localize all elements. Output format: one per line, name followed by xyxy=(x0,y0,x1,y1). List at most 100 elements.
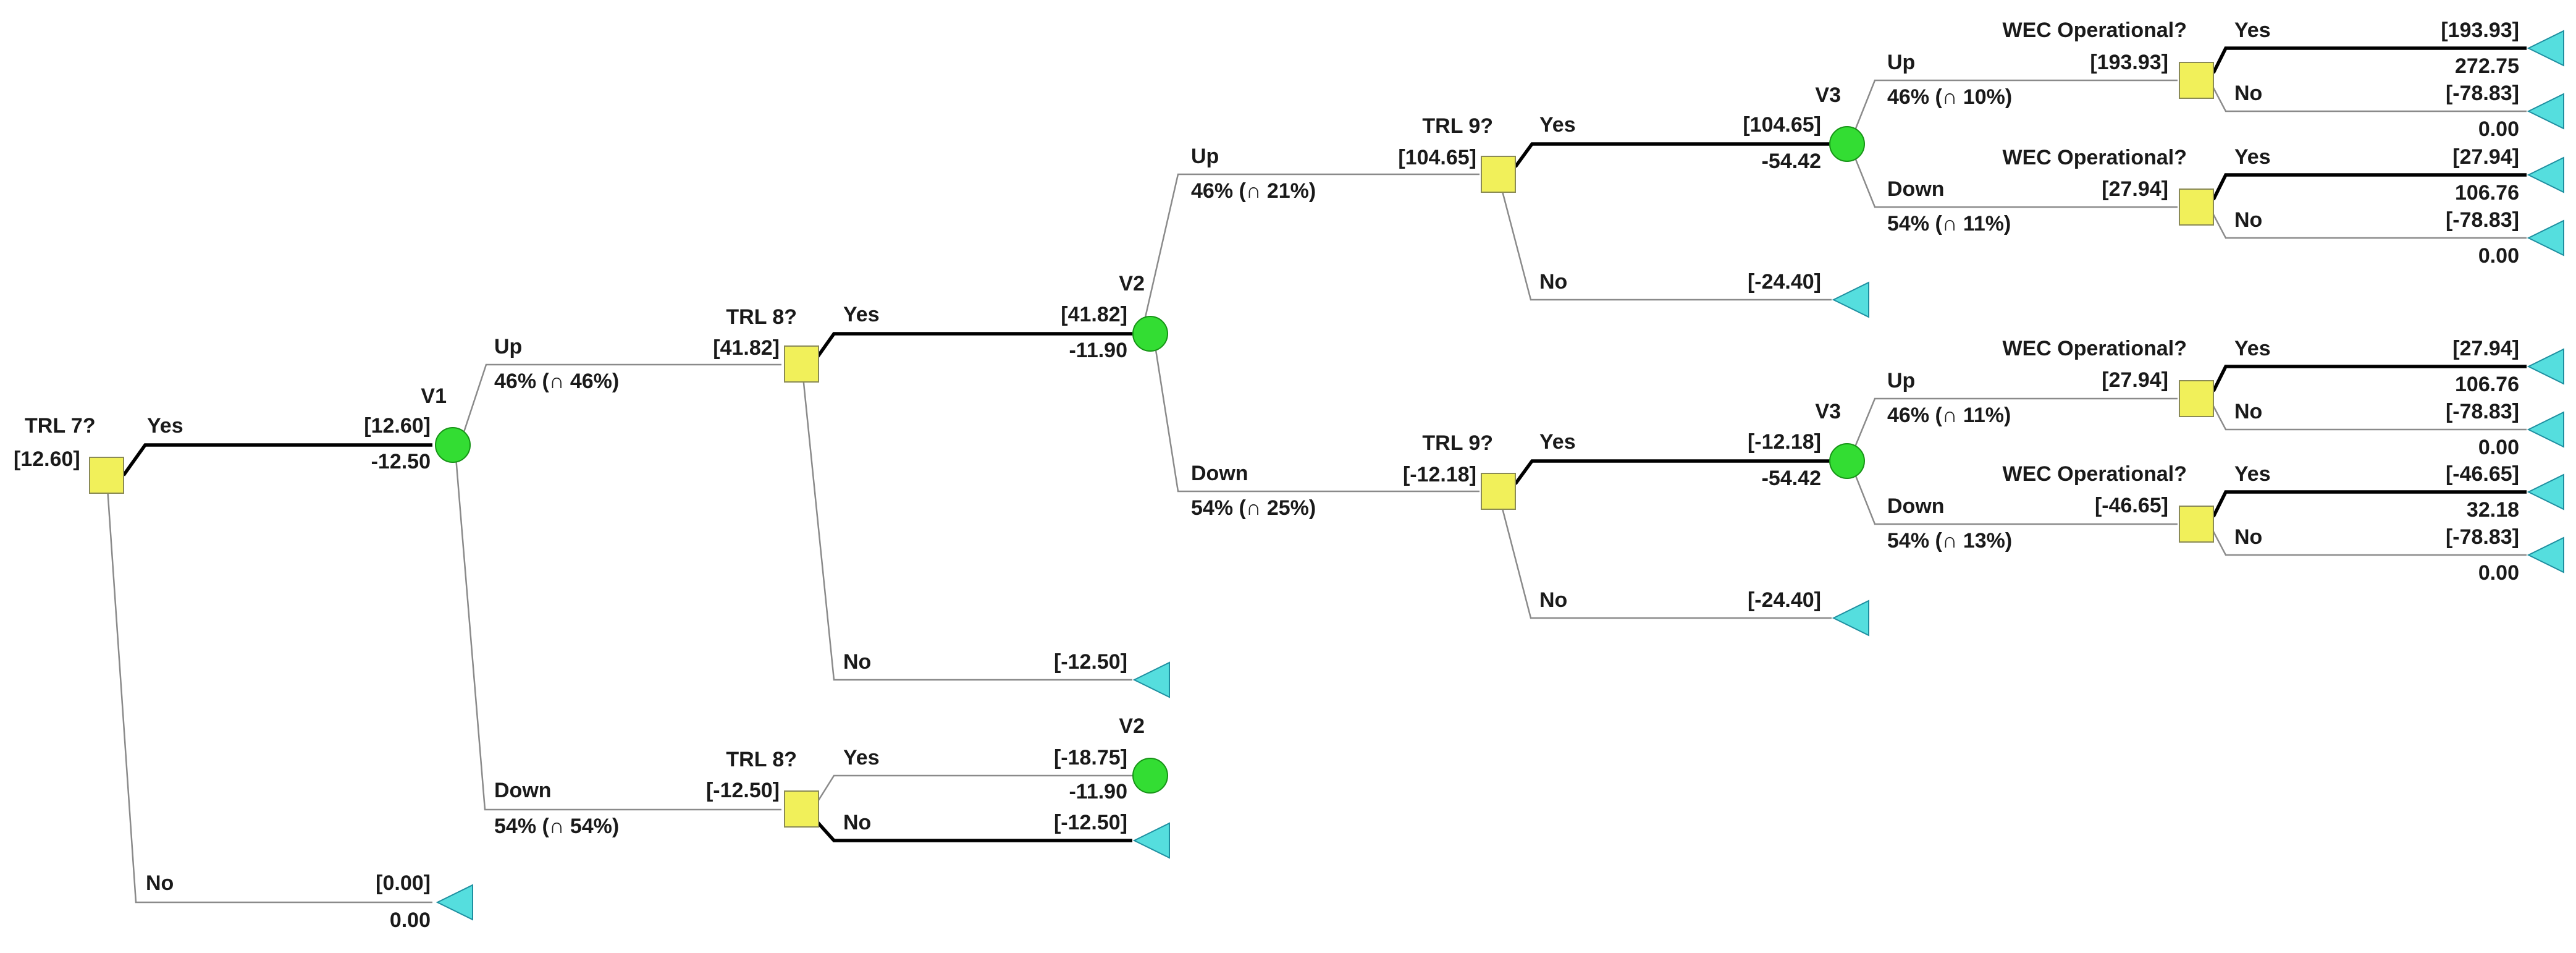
branch-line-b2d xyxy=(1154,345,1480,493)
node-name-v3d: V3 xyxy=(1815,400,1841,423)
node-value-w3: [27.94] xyxy=(2102,368,2168,392)
branch-value-b8un: [-12.50] xyxy=(1054,650,1127,674)
branch-line-b9dy xyxy=(1513,459,1832,485)
branch-line-b2u xyxy=(1143,173,1480,323)
branch-line-b3dd xyxy=(1852,469,2178,525)
chance-node-v3u[interactable] xyxy=(1829,126,1865,162)
branch-value-w2y: [27.94] xyxy=(2452,145,2519,169)
node-value-d9d: [-12.18] xyxy=(1403,463,1476,486)
branch-label-w2y: Yes xyxy=(2234,145,2271,169)
branch-payoff-w3n: 0.00 xyxy=(2478,436,2519,459)
branch-cost-b8uy: -11.90 xyxy=(1069,339,1127,362)
branch-payoff-w4n: 0.00 xyxy=(2478,561,2519,585)
node-name-d8d: TRL 8? xyxy=(726,748,797,771)
node-name-d8u: TRL 8? xyxy=(726,305,797,329)
branch-value-w3n: [-78.83] xyxy=(2446,400,2519,423)
branch-label-b9dn: No xyxy=(1539,588,1567,612)
branch-prob-b3uu: 46% (∩ 10%) xyxy=(1887,85,2012,109)
branch-line-b1u xyxy=(461,363,781,438)
branch-cost-b0n: 0.00 xyxy=(390,909,431,932)
branch-value-w3y: [27.94] xyxy=(2452,337,2519,360)
branch-line-w3y xyxy=(2212,365,2527,392)
branch-value-w2n: [-78.83] xyxy=(2446,208,2519,232)
chance-node-v2u[interactable] xyxy=(1132,316,1168,352)
branch-label-b1d: Down xyxy=(494,779,552,802)
branch-payoff-w4y: 32.18 xyxy=(2467,498,2519,522)
decision-node-d8d[interactable] xyxy=(784,790,819,828)
terminal-node-b9dn[interactable] xyxy=(1832,599,1869,637)
branch-prob-b2u: 46% (∩ 21%) xyxy=(1191,179,1316,203)
branch-prob-b3dd: 54% (∩ 13%) xyxy=(1887,529,2012,553)
node-value-w2: [27.94] xyxy=(2102,177,2168,201)
branch-line-w1y xyxy=(2212,46,2527,74)
branch-label-b8dy: Yes xyxy=(843,746,880,769)
decision-node-d9u[interactable] xyxy=(1481,156,1516,193)
node-name-d9d: TRL 9? xyxy=(1422,431,1493,455)
branch-label-b3uu: Up xyxy=(1887,51,1915,74)
decision-node-w4[interactable] xyxy=(2179,506,2214,543)
branch-line-b0y xyxy=(122,443,432,476)
chance-node-v2d[interactable] xyxy=(1132,758,1168,794)
branch-value-w1n: [-78.83] xyxy=(2446,82,2519,105)
branch-value-b0y: [12.60] xyxy=(364,414,431,438)
terminal-node-w3y[interactable] xyxy=(2527,348,2564,385)
terminal-node-b8un[interactable] xyxy=(1132,661,1170,698)
branch-value-b0n: [0.00] xyxy=(376,871,431,895)
terminal-node-w3n[interactable] xyxy=(2527,411,2564,448)
branch-label-b3dd: Down xyxy=(1887,494,1945,518)
branch-prob-b1d: 54% (∩ 54%) xyxy=(494,815,619,838)
node-name-w4: WEC Operational? xyxy=(2003,462,2187,486)
branch-payoff-w2n: 0.00 xyxy=(2478,244,2519,268)
terminal-node-w4n[interactable] xyxy=(2527,536,2564,574)
node-name-v2d: V2 xyxy=(1119,714,1145,738)
branch-payoff-w1y: 272.75 xyxy=(2455,54,2519,78)
terminal-node-b8dn[interactable] xyxy=(1132,822,1170,859)
branch-value-b9uy: [104.65] xyxy=(1743,113,1821,137)
branch-label-b2d: Down xyxy=(1191,462,1248,485)
node-name-v1: V1 xyxy=(421,384,447,408)
branch-payoff-w2y: 106.76 xyxy=(2455,181,2519,205)
branch-line-b8un xyxy=(802,376,1132,681)
branch-prob-b2d: 54% (∩ 25%) xyxy=(1191,496,1316,520)
branch-line-b9dn xyxy=(1500,503,1832,619)
branch-line-b8dn xyxy=(815,821,1132,842)
branch-line-w4y xyxy=(2212,490,2527,518)
branch-label-b1u: Up xyxy=(494,335,522,358)
terminal-node-w2n[interactable] xyxy=(2527,219,2564,256)
terminal-node-w1y[interactable] xyxy=(2527,30,2564,67)
terminal-node-w4y[interactable] xyxy=(2527,473,2564,510)
node-value-w1: [193.93] xyxy=(2090,51,2168,74)
chance-node-v1[interactable] xyxy=(435,427,471,463)
branch-value-b8dy: [-18.75] xyxy=(1054,746,1127,769)
terminal-node-w1n[interactable] xyxy=(2527,93,2564,130)
decision-node-d8u[interactable] xyxy=(784,345,819,383)
branch-cost-b9dy: -54.42 xyxy=(1762,467,1821,490)
branch-label-w3y: Yes xyxy=(2234,337,2271,360)
branch-line-b8uy xyxy=(815,332,1132,358)
branch-line-b1d xyxy=(455,457,781,811)
terminal-node-w2y[interactable] xyxy=(2527,156,2564,193)
branch-label-b9un: No xyxy=(1539,270,1567,294)
node-value-d8d: [-12.50] xyxy=(706,779,780,802)
terminal-node-b9un[interactable] xyxy=(1832,281,1869,318)
terminal-node-b0n[interactable] xyxy=(436,884,473,921)
branch-line-b9uy xyxy=(1513,142,1832,168)
branch-line-w1n xyxy=(2212,87,2527,112)
node-name-d0: TRL 7? xyxy=(25,414,96,438)
node-name-w2: WEC Operational? xyxy=(2003,146,2187,169)
branch-label-b8uy: Yes xyxy=(843,303,880,326)
decision-node-w3[interactable] xyxy=(2179,380,2214,417)
branch-label-b9dy: Yes xyxy=(1539,430,1576,454)
decision-node-d0[interactable] xyxy=(89,457,124,494)
decision-node-d9d[interactable] xyxy=(1481,473,1516,510)
branch-label-b0n: No xyxy=(146,871,174,895)
branch-cost-b9uy: -54.42 xyxy=(1762,150,1821,173)
decision-node-w1[interactable] xyxy=(2179,62,2214,99)
branch-line-w3n xyxy=(2212,405,2527,431)
branch-line-b0n xyxy=(106,488,432,904)
chance-node-v3d[interactable] xyxy=(1829,443,1865,479)
decision-node-w2[interactable] xyxy=(2179,188,2214,226)
branch-value-w4n: [-78.83] xyxy=(2446,525,2519,549)
node-value-w4: [-46.65] xyxy=(2095,494,2168,517)
